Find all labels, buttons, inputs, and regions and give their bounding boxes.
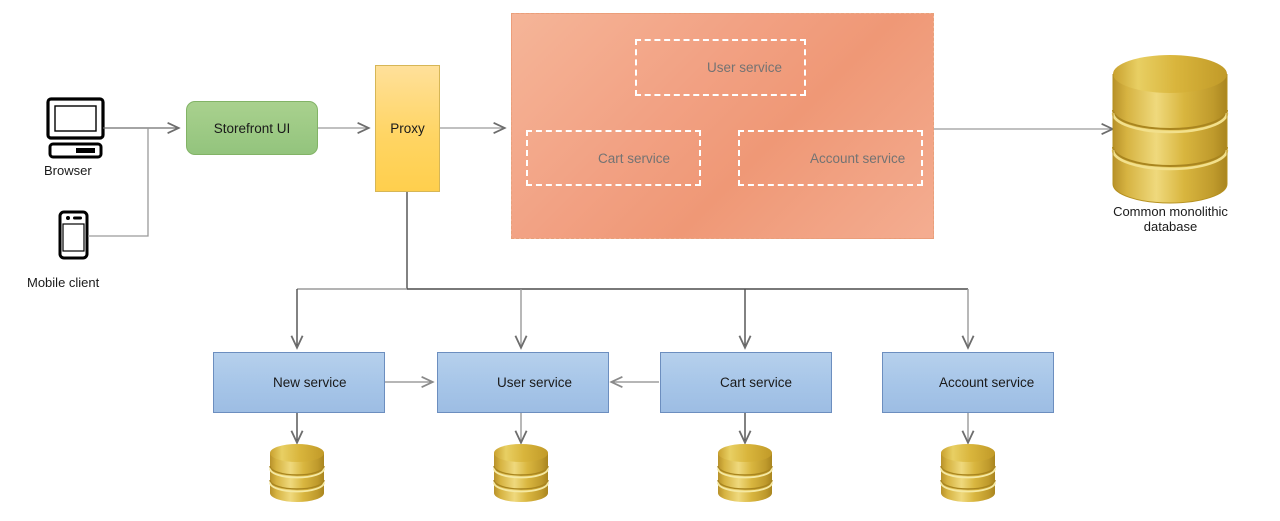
microservice-user-service-label: User service: [497, 375, 573, 390]
microservice-account-service-label: Account service: [939, 375, 1035, 390]
proxy-label: Proxy: [390, 121, 425, 136]
microservice-user-service[interactable]: User service: [437, 352, 609, 413]
common-database-label-line2: database: [1143, 219, 1198, 234]
microservice-new-service[interactable]: New service: [213, 352, 385, 413]
monolith-service-account[interactable]: Account service: [738, 130, 923, 186]
database-cylinder-icon-account-service: [940, 444, 996, 502]
database-cylinder-icon-common: [1111, 55, 1229, 204]
common-database-label: Common monolithic database: [1090, 204, 1251, 234]
proxy-node[interactable]: Proxy: [375, 65, 440, 192]
microservice-new-service-label: New service: [273, 375, 347, 390]
mobile-client-label: Mobile client: [27, 275, 100, 290]
database-cylinder-icon-cart-service: [717, 444, 773, 502]
microservice-cart-service[interactable]: Cart service: [660, 352, 832, 413]
microservice-cart-service-label: Cart service: [720, 375, 793, 390]
monolith-region: User service Cart service Account servic…: [511, 13, 934, 239]
monolith-service-cart-label: Cart service: [598, 150, 671, 166]
storefront-ui-node[interactable]: Storefront UI: [186, 101, 318, 155]
desktop-computer-icon: [46, 97, 105, 159]
monolith-service-cart[interactable]: Cart service: [526, 130, 701, 186]
database-cylinder-icon-user-service: [493, 444, 549, 502]
mobile-phone-icon: [58, 210, 89, 260]
database-cylinder-icon-new-service: [269, 444, 325, 502]
monolith-service-account-label: Account service: [810, 150, 906, 166]
common-database-label-line1: Common monolithic: [1113, 204, 1228, 219]
browser-label: Browser: [44, 163, 92, 178]
monolith-service-user[interactable]: User service: [635, 39, 806, 96]
microservice-account-service[interactable]: Account service: [882, 352, 1054, 413]
storefront-ui-label: Storefront UI: [213, 120, 291, 136]
connector-mobile-to-storefront: [88, 128, 149, 237]
monolith-service-user-label: User service: [707, 60, 783, 75]
